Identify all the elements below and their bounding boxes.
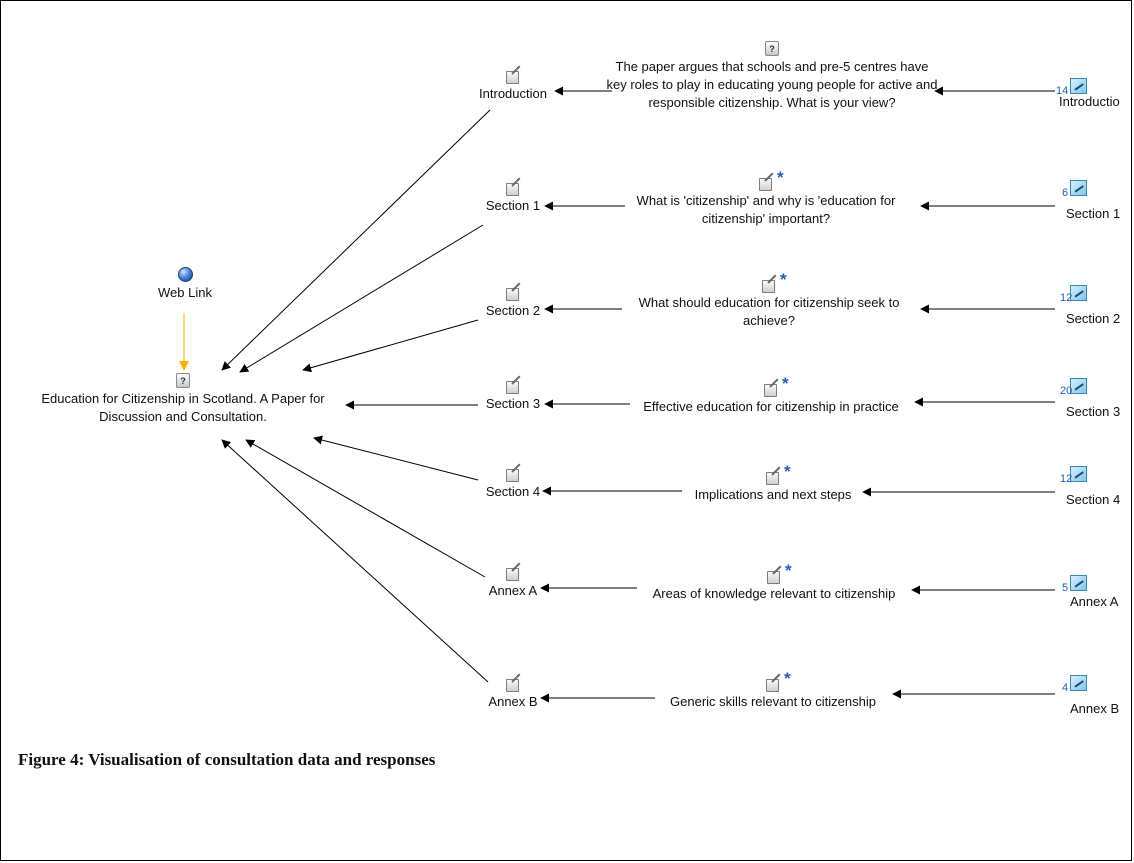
section-to-root-arrow <box>245 439 486 578</box>
response-map-node[interactable]: 4 Annex B <box>1057 675 1129 716</box>
section-node[interactable]: Annex A <box>463 562 563 600</box>
question-node[interactable]: * Implications and next steps <box>653 463 893 504</box>
response-label: Section 3 <box>1066 404 1121 419</box>
section-node[interactable]: Section 4 <box>463 463 563 501</box>
response-map-icon <box>1070 675 1087 691</box>
section-node[interactable]: Section 1 <box>463 177 563 215</box>
response-count: 14 <box>1056 85 1069 97</box>
note-icon <box>505 562 521 581</box>
note-star-icon: * <box>765 463 791 485</box>
question-label: What is 'citizenship' and why is 'educat… <box>636 193 896 226</box>
section-node[interactable]: Section 2 <box>463 282 563 320</box>
section-label: Annex B <box>488 694 538 709</box>
response-map-icon <box>1070 285 1087 301</box>
response-map-icon <box>1070 180 1087 196</box>
response-map-icon <box>1070 378 1087 394</box>
response-count: 5 <box>1062 582 1069 594</box>
question-label: Areas of knowledge relevant to citizensh… <box>652 586 896 601</box>
response-map-icon <box>1070 78 1087 94</box>
response-count: 12 <box>1060 473 1073 485</box>
response-map-node[interactable]: 12 Section 2 <box>1057 285 1129 326</box>
root-label: Education for Citizenship in Scotland. A… <box>41 391 325 424</box>
globe-icon <box>177 267 193 282</box>
question-node[interactable]: * Effective education for citizenship in… <box>611 375 931 416</box>
section-to-root-arrow <box>239 224 484 373</box>
response-map-icon <box>1070 466 1087 482</box>
response-label: Section 2 <box>1066 311 1121 326</box>
question-node[interactable]: * Generic skills relevant to citizenship <box>643 670 903 711</box>
section-label: Section 3 <box>485 396 541 411</box>
question-label: Implications and next steps <box>694 487 852 502</box>
note-icon <box>505 65 521 84</box>
section-label: Section 4 <box>485 484 541 499</box>
note-star-icon: * <box>763 375 789 397</box>
note-star-icon: * <box>761 271 787 293</box>
section-node[interactable]: Introduction <box>463 65 563 103</box>
note-icon <box>505 282 521 301</box>
response-map-icon <box>1070 575 1087 591</box>
response-label: Annex A <box>1070 594 1119 609</box>
section-label: Section 1 <box>485 198 541 213</box>
question-node[interactable]: * What should education for citizenship … <box>615 271 923 330</box>
response-label: Introductio <box>1059 94 1120 109</box>
response-map-node[interactable]: 6 Section 1 <box>1057 180 1129 221</box>
question-icon: ? <box>176 373 190 388</box>
web-link-node[interactable]: Web Link <box>140 267 230 302</box>
question-label: Effective education for citizenship in p… <box>643 399 899 414</box>
section-to-root-arrow <box>302 319 479 373</box>
question-icon: ? <box>765 41 779 56</box>
note-icon <box>505 375 521 394</box>
section-label: Introduction <box>479 86 547 101</box>
response-label: Annex B <box>1070 701 1120 716</box>
question-node[interactable]: * Areas of knowledge relevant to citizen… <box>624 562 924 603</box>
response-count: 12 <box>1060 292 1073 304</box>
response-count: 4 <box>1062 682 1069 694</box>
figure-caption: Figure 4: Visualisation of consultation … <box>18 750 436 769</box>
response-map-node[interactable]: 14 Introductio <box>1056 78 1129 114</box>
section-node[interactable]: Annex B <box>463 673 563 711</box>
note-star-icon: * <box>765 670 791 692</box>
response-count: 20 <box>1060 385 1073 397</box>
response-map-node[interactable]: 5 Annex A <box>1057 575 1129 611</box>
response-count: 6 <box>1062 187 1069 199</box>
question-label: What should education for citizenship se… <box>638 295 900 328</box>
section-label: Annex A <box>488 583 538 598</box>
question-label: The paper argues that schools and pre-5 … <box>606 59 938 110</box>
response-label: Section 1 <box>1066 206 1121 221</box>
response-map-node[interactable]: 12 Section 4 <box>1057 466 1129 507</box>
section-to-root-arrow <box>221 109 491 371</box>
section-node[interactable]: Section 3 <box>463 375 563 413</box>
root-node[interactable]: ? Education for Citizenship in Scotland.… <box>18 373 348 426</box>
note-icon <box>505 463 521 482</box>
question-node[interactable]: * What is 'citizenship' and why is 'educ… <box>611 169 921 228</box>
note-icon <box>505 177 521 196</box>
section-label: Section 2 <box>485 303 541 318</box>
note-star-icon: * <box>766 562 792 584</box>
web-link-label: Web Link <box>158 285 212 300</box>
section-to-root-arrow <box>313 435 479 481</box>
question-node[interactable]: ? The paper argues that schools and pre-… <box>605 41 939 112</box>
question-label: Generic skills relevant to citizenship <box>670 694 876 709</box>
note-icon <box>505 673 521 692</box>
section-to-root-arrow <box>221 439 489 683</box>
response-map-node[interactable]: 20 Section 3 <box>1057 378 1129 419</box>
note-star-icon: * <box>758 169 784 191</box>
response-label: Section 4 <box>1066 492 1121 507</box>
